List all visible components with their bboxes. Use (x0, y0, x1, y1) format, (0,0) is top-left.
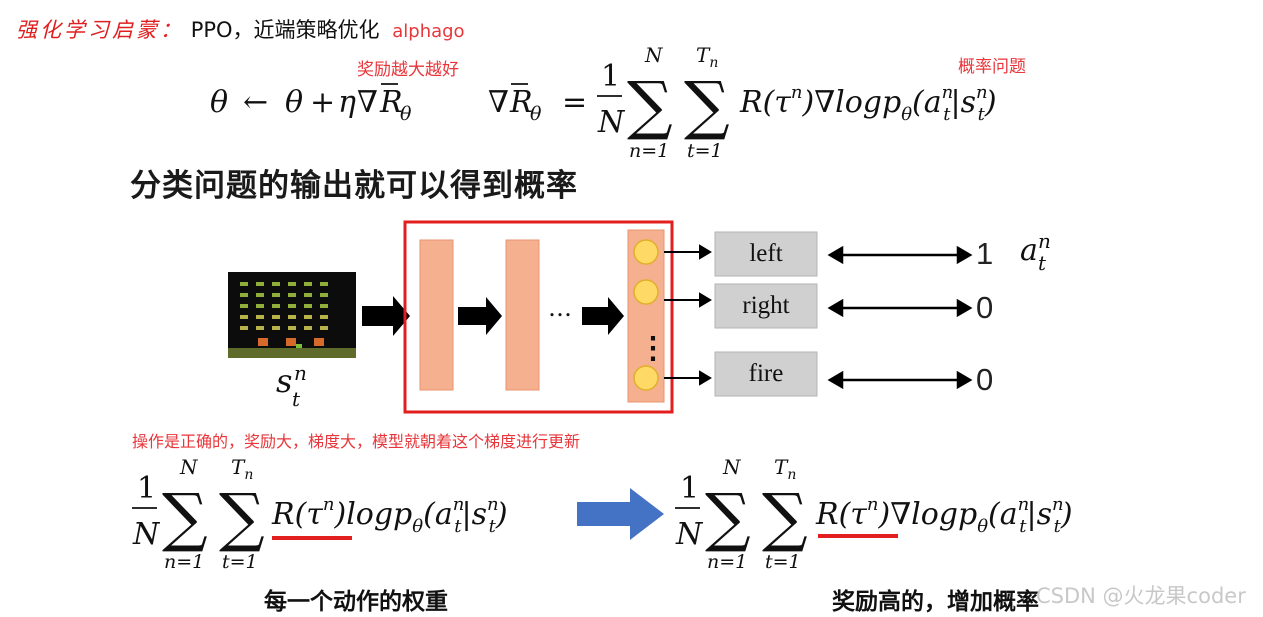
svg-text:n: n (294, 361, 307, 385)
hidden-arrow-2 (582, 297, 624, 335)
section-heading: 分类问题的输出就可以得到概率 (130, 168, 578, 204)
action-label-left: left (749, 240, 783, 267)
svg-text:θ: θ (285, 85, 303, 120)
svg-text:n: n (1038, 229, 1051, 253)
caption-left: 每一个动作的权重 (264, 589, 448, 615)
svg-text:θ: θ (400, 103, 412, 125)
game-screen-image (228, 272, 356, 358)
action-value-fire: 0 (976, 362, 994, 397)
svg-text:N: N (597, 105, 626, 140)
svg-text:t=1: t=1 (765, 551, 801, 573)
title-main: PPO，近端策略优化 (190, 18, 380, 42)
action-label-right: right (742, 292, 790, 319)
top-formulas: θ ← θ + η ∇ R θ ∇ R θ = 1 N ∑ N n=1 ∑ Tn… (210, 43, 997, 162)
svg-text:R: R (509, 85, 533, 120)
svg-text:N: N (132, 517, 161, 552)
gradient-formula: ∇ R θ = 1 N ∑ N n=1 ∑ Tn t=1 R(τn)∇logpθ… (488, 43, 997, 162)
title-sub: alphago (392, 21, 465, 42)
svg-text:+: + (310, 85, 335, 120)
action-label-fire: fire (748, 360, 784, 387)
svg-text:R(τn)logpθ(ant|snt): R(τn)logpθ(ant|snt) (271, 494, 508, 537)
action-label-math: a n t (1020, 229, 1051, 275)
svg-text:=: = (562, 85, 587, 120)
svg-text:∑: ∑ (627, 69, 673, 143)
update-note: 操作是正确的，奖励大，梯度大，模型就朝着这个梯度进行更新 (132, 432, 581, 451)
action-box-fire (714, 351, 818, 397)
svg-text:←: ← (243, 85, 268, 120)
network-box (403, 220, 674, 414)
reward-note: 奖励越大越好 (357, 60, 459, 80)
action-box-right (714, 283, 818, 329)
svg-text:∑: ∑ (705, 481, 751, 555)
svg-text:∇: ∇ (357, 85, 378, 120)
svg-text:∑: ∑ (219, 481, 265, 555)
svg-text:a: a (1020, 233, 1038, 268)
hidden-layer-2 (505, 239, 540, 391)
svg-text:s: s (276, 362, 292, 400)
svg-text:n=1: n=1 (707, 551, 747, 573)
output-arrow-3 (699, 370, 712, 386)
title-prefix: 强化学习启蒙： (16, 18, 184, 42)
output-arrow-2 (699, 292, 712, 308)
svg-text:1: 1 (601, 59, 620, 94)
caption-right: 奖励高的，增加概率 (832, 589, 1039, 615)
svg-text:N: N (179, 455, 199, 479)
state-label: s n t (276, 361, 307, 411)
svg-text:Tn: Tn (696, 43, 718, 71)
svg-text:N: N (644, 43, 664, 67)
svg-text:n=1: n=1 (164, 551, 204, 573)
svg-text:η: η (338, 85, 356, 120)
svg-text:1: 1 (680, 471, 699, 506)
svg-text:t: t (1038, 251, 1047, 275)
output-arrow-1 (699, 244, 712, 260)
action-value-right: 0 (976, 290, 994, 325)
watermark: CSDN @火龙果coder (1036, 584, 1246, 608)
output-node-1 (633, 239, 659, 265)
svg-text:θ: θ (530, 103, 542, 125)
svg-text:t=1: t=1 (222, 551, 258, 573)
svg-text:∑: ∑ (162, 481, 208, 555)
svg-text:1: 1 (137, 471, 156, 506)
prob-note: 概率问题 (958, 57, 1026, 77)
svg-text:t=1: t=1 (687, 140, 723, 162)
svg-text:Tn: Tn (774, 455, 796, 483)
hidden-layer-1 (419, 239, 454, 391)
svg-text:N: N (675, 517, 704, 552)
update-rule-formula: θ ← θ + η ∇ R θ (210, 83, 412, 125)
output-node-2 (633, 279, 659, 305)
output-node-3 (633, 365, 659, 391)
svg-text:θ: θ (210, 85, 228, 120)
svg-text:∇: ∇ (488, 85, 509, 120)
svg-text:N: N (722, 455, 742, 479)
input-arrow (362, 296, 410, 336)
svg-text:R(τn)∇logpθ(ant|snt): R(τn)∇logpθ(ant|snt) (739, 82, 997, 125)
svg-text:Tn: Tn (231, 455, 253, 483)
svg-text:t: t (292, 387, 301, 411)
action-box-left (714, 231, 818, 277)
transform-arrow (577, 488, 664, 540)
svg-text:R(τn)∇logpθ(ant|snt): R(τn)∇logpθ(ant|snt) (815, 494, 1073, 537)
svg-text:∑: ∑ (762, 481, 808, 555)
svg-text:∑: ∑ (684, 69, 730, 143)
svg-text:n=1: n=1 (629, 140, 669, 162)
hidden-arrow-1 (458, 297, 502, 335)
hidden-dots: … (548, 294, 572, 322)
svg-text:R: R (379, 85, 403, 120)
page-title: 强化学习启蒙： PPO，近端策略优化 alphago (16, 14, 465, 44)
action-value-left: 1 (976, 236, 994, 271)
output-dots: ⋮ (638, 331, 668, 366)
network-diagram: s n t … ⋮ a n t (228, 220, 1051, 414)
